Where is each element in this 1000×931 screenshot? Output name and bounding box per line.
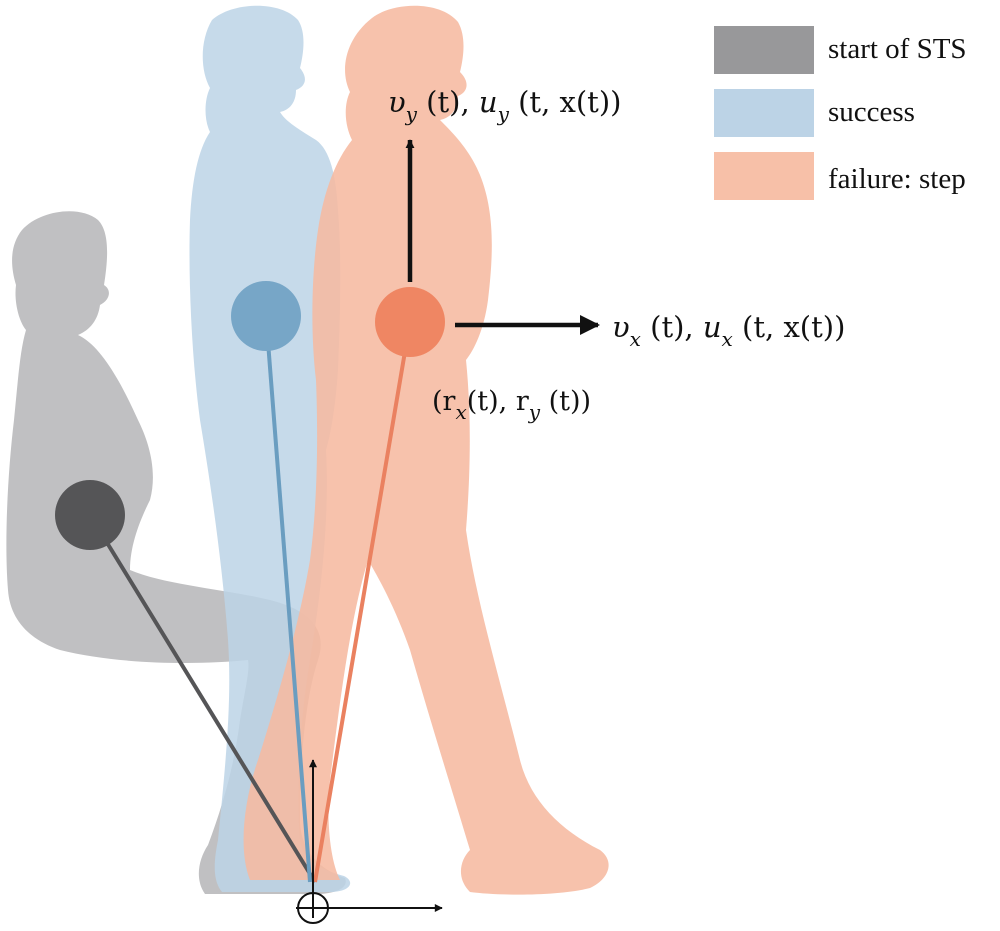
origin-circle-icon <box>297 892 329 924</box>
vy-label: υy (t), uy (t, x(t)) <box>388 85 621 126</box>
failure-figure-silhouette <box>243 5 609 895</box>
failure-figure <box>243 5 609 895</box>
success-figure-silhouette <box>189 5 351 892</box>
success-com-line <box>264 315 312 883</box>
success-com-dot <box>231 281 301 351</box>
success-figure <box>189 5 351 892</box>
r-label: (rx(t), ry (t)) <box>432 386 591 424</box>
legend: start of STS success failure: step <box>714 26 967 200</box>
legend-item-failure: failure: step <box>714 152 966 200</box>
legend-swatch-success <box>714 89 814 137</box>
seated-com-line <box>88 513 317 884</box>
failure-com-line <box>313 321 412 883</box>
origin-axes <box>296 759 443 924</box>
vx-label: υx (t), ux (t, x(t)) <box>612 310 845 351</box>
legend-label-failure: failure: step <box>828 163 966 195</box>
legend-item-success: success <box>714 89 915 137</box>
seated-com-dot <box>55 480 125 550</box>
legend-swatch-start <box>714 26 814 74</box>
legend-label-start: start of STS <box>828 33 967 65</box>
legend-item-start: start of STS <box>714 26 967 74</box>
legend-label-success: success <box>828 96 915 128</box>
failure-com-dot <box>375 287 445 357</box>
legend-swatch-failure <box>714 152 814 200</box>
